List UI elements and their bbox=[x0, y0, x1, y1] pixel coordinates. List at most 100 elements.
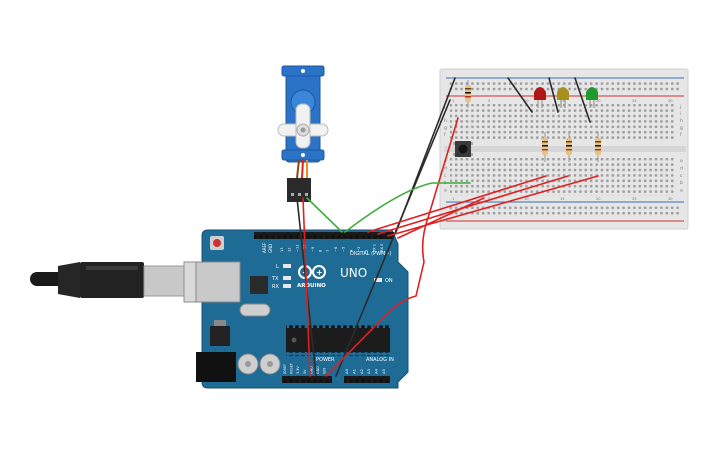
wire-black-green-led[interactable] bbox=[574, 77, 591, 123]
digital-pin-label: ~6 bbox=[334, 246, 338, 252]
breadboard-column-number: 10 bbox=[524, 99, 529, 103]
breadboard-row-letter-left: a bbox=[444, 189, 447, 194]
digital-pin-label: ~11 bbox=[295, 244, 299, 252]
svg-text:+: + bbox=[316, 268, 323, 277]
analog-header-label: ANALOG IN bbox=[366, 357, 394, 363]
green-led[interactable] bbox=[586, 87, 598, 108]
wire-red-servo-5v[interactable] bbox=[302, 197, 311, 377]
analog-pin-label: A2 bbox=[359, 368, 364, 374]
power-pin-label: GND bbox=[309, 366, 313, 374]
led-l-label: L bbox=[276, 264, 279, 270]
atmega-chip bbox=[286, 328, 390, 352]
led-l-indicator bbox=[283, 264, 291, 268]
digital-pin-label: 4 bbox=[349, 249, 353, 252]
analog-pin-label: A0 bbox=[344, 368, 349, 374]
gnd-label: GND bbox=[268, 244, 273, 253]
wire-red-pin-d[interactable] bbox=[397, 197, 485, 239]
power-header-label: POWER bbox=[316, 357, 335, 363]
power-pin-label: IOREF bbox=[283, 364, 287, 374]
breadboard-column-number: 30 bbox=[668, 197, 673, 201]
wire-black-red-led[interactable] bbox=[507, 77, 533, 113]
power-pin-label: RESET bbox=[290, 362, 294, 374]
svg-text:-: - bbox=[303, 269, 306, 277]
breadboard-row-letter-left: f bbox=[444, 132, 446, 138]
digital-header-label: DIGITAL (PWM~) bbox=[350, 251, 392, 257]
wire-black-gnd-2[interactable] bbox=[335, 99, 451, 377]
breadboard-row-letter-right: f bbox=[680, 132, 682, 138]
digital-pin-label: RX 0 bbox=[380, 243, 384, 252]
led-on-label: ON bbox=[385, 278, 393, 284]
breadboard-column-number: 15 bbox=[560, 197, 565, 201]
wire-red-5v[interactable] bbox=[325, 117, 459, 377]
wires bbox=[296, 77, 599, 377]
led-rx-indicator bbox=[283, 284, 291, 288]
red-led[interactable] bbox=[534, 87, 546, 108]
breadboard-column-number: 20 bbox=[596, 197, 601, 201]
breadboard-row-letter-left: d bbox=[444, 165, 447, 171]
breadboard-column-number: 5 bbox=[488, 99, 490, 103]
resistor-green-led[interactable] bbox=[595, 132, 601, 162]
arduino-uno-board[interactable]: L TX RX ON - + ARDUINO UNO DIGITAL (PWM~… bbox=[195, 229, 409, 389]
breadboard-column-number: 1 bbox=[452, 99, 454, 103]
breadboard-row-letter-right: i bbox=[680, 111, 681, 117]
breadboard-column-number: 30 bbox=[668, 99, 673, 103]
breadboard-row-letter-right: c bbox=[680, 174, 683, 179]
analog-pin-label: A4 bbox=[374, 368, 379, 374]
wire-red-pin-b[interactable] bbox=[377, 175, 569, 235]
wire-green-servo-signal[interactable] bbox=[306, 197, 343, 233]
breadboard-row-letter-right: b bbox=[680, 180, 683, 186]
power-pin-label: GND bbox=[316, 366, 320, 374]
power-pin-label: 5V bbox=[303, 369, 307, 374]
breadboard-row-letter-right: j bbox=[679, 104, 681, 110]
breadboard-row-letter-right: e bbox=[680, 159, 683, 164]
led-tx-label: TX bbox=[271, 276, 279, 282]
breadboard-row-letter-right: h bbox=[680, 118, 683, 124]
resistor-top[interactable] bbox=[465, 80, 471, 108]
digital-pin-label: 8 bbox=[319, 249, 323, 252]
breadboard-column-number: 20 bbox=[596, 99, 601, 103]
led-on-indicator bbox=[374, 278, 382, 282]
breadboard-row-letter-right: g bbox=[680, 126, 683, 131]
breadboard-row-letter-right: d bbox=[680, 165, 683, 171]
analog-pin-label: A5 bbox=[381, 368, 386, 374]
digital-pin-label: 7 bbox=[326, 250, 330, 252]
power-jack[interactable] bbox=[196, 352, 236, 382]
digital-pin-label: 2 bbox=[365, 250, 369, 252]
analog-pin-label: A1 bbox=[351, 368, 356, 374]
resistor-red-led[interactable] bbox=[542, 132, 548, 162]
analog-pin-label: A3 bbox=[366, 368, 371, 374]
breadboard-column-number: 15 bbox=[560, 99, 565, 103]
center-channel bbox=[444, 146, 686, 152]
reset-button-cap[interactable] bbox=[213, 239, 221, 247]
power-pin-label: VIN bbox=[323, 368, 327, 374]
wire-green-button[interactable] bbox=[344, 182, 471, 233]
voltage-regulator bbox=[210, 326, 230, 346]
pushbutton[interactable] bbox=[453, 141, 473, 157]
led-tx-indicator bbox=[283, 276, 291, 280]
digital-pin-label: 12 bbox=[288, 247, 292, 252]
digital-pin-label: ~9 bbox=[311, 246, 315, 252]
resistor-yellow-led[interactable] bbox=[566, 132, 572, 162]
yellow-led[interactable] bbox=[557, 87, 569, 108]
breadboard-column-number: 5 bbox=[488, 197, 490, 201]
servo-motor[interactable] bbox=[277, 65, 329, 202]
breadboard-row-letter-right: a bbox=[680, 189, 683, 194]
wire-red-pin-a[interactable] bbox=[367, 175, 547, 233]
wire-black-yellow-led[interactable] bbox=[548, 77, 559, 113]
led-rx-label: RX bbox=[272, 284, 279, 290]
breadboard-row-letter-left: h bbox=[444, 118, 447, 124]
digital-pin-label: 13 bbox=[280, 247, 284, 252]
uno-label: UNO bbox=[340, 266, 367, 280]
digital-pin-label: ~3 bbox=[357, 247, 361, 252]
breadboard-column-number: 10 bbox=[524, 197, 529, 201]
breadboard-column-number: 25 bbox=[632, 99, 637, 103]
power-pin-label: 3.3V bbox=[296, 366, 300, 374]
breadboard-column-number: 25 bbox=[632, 197, 637, 201]
